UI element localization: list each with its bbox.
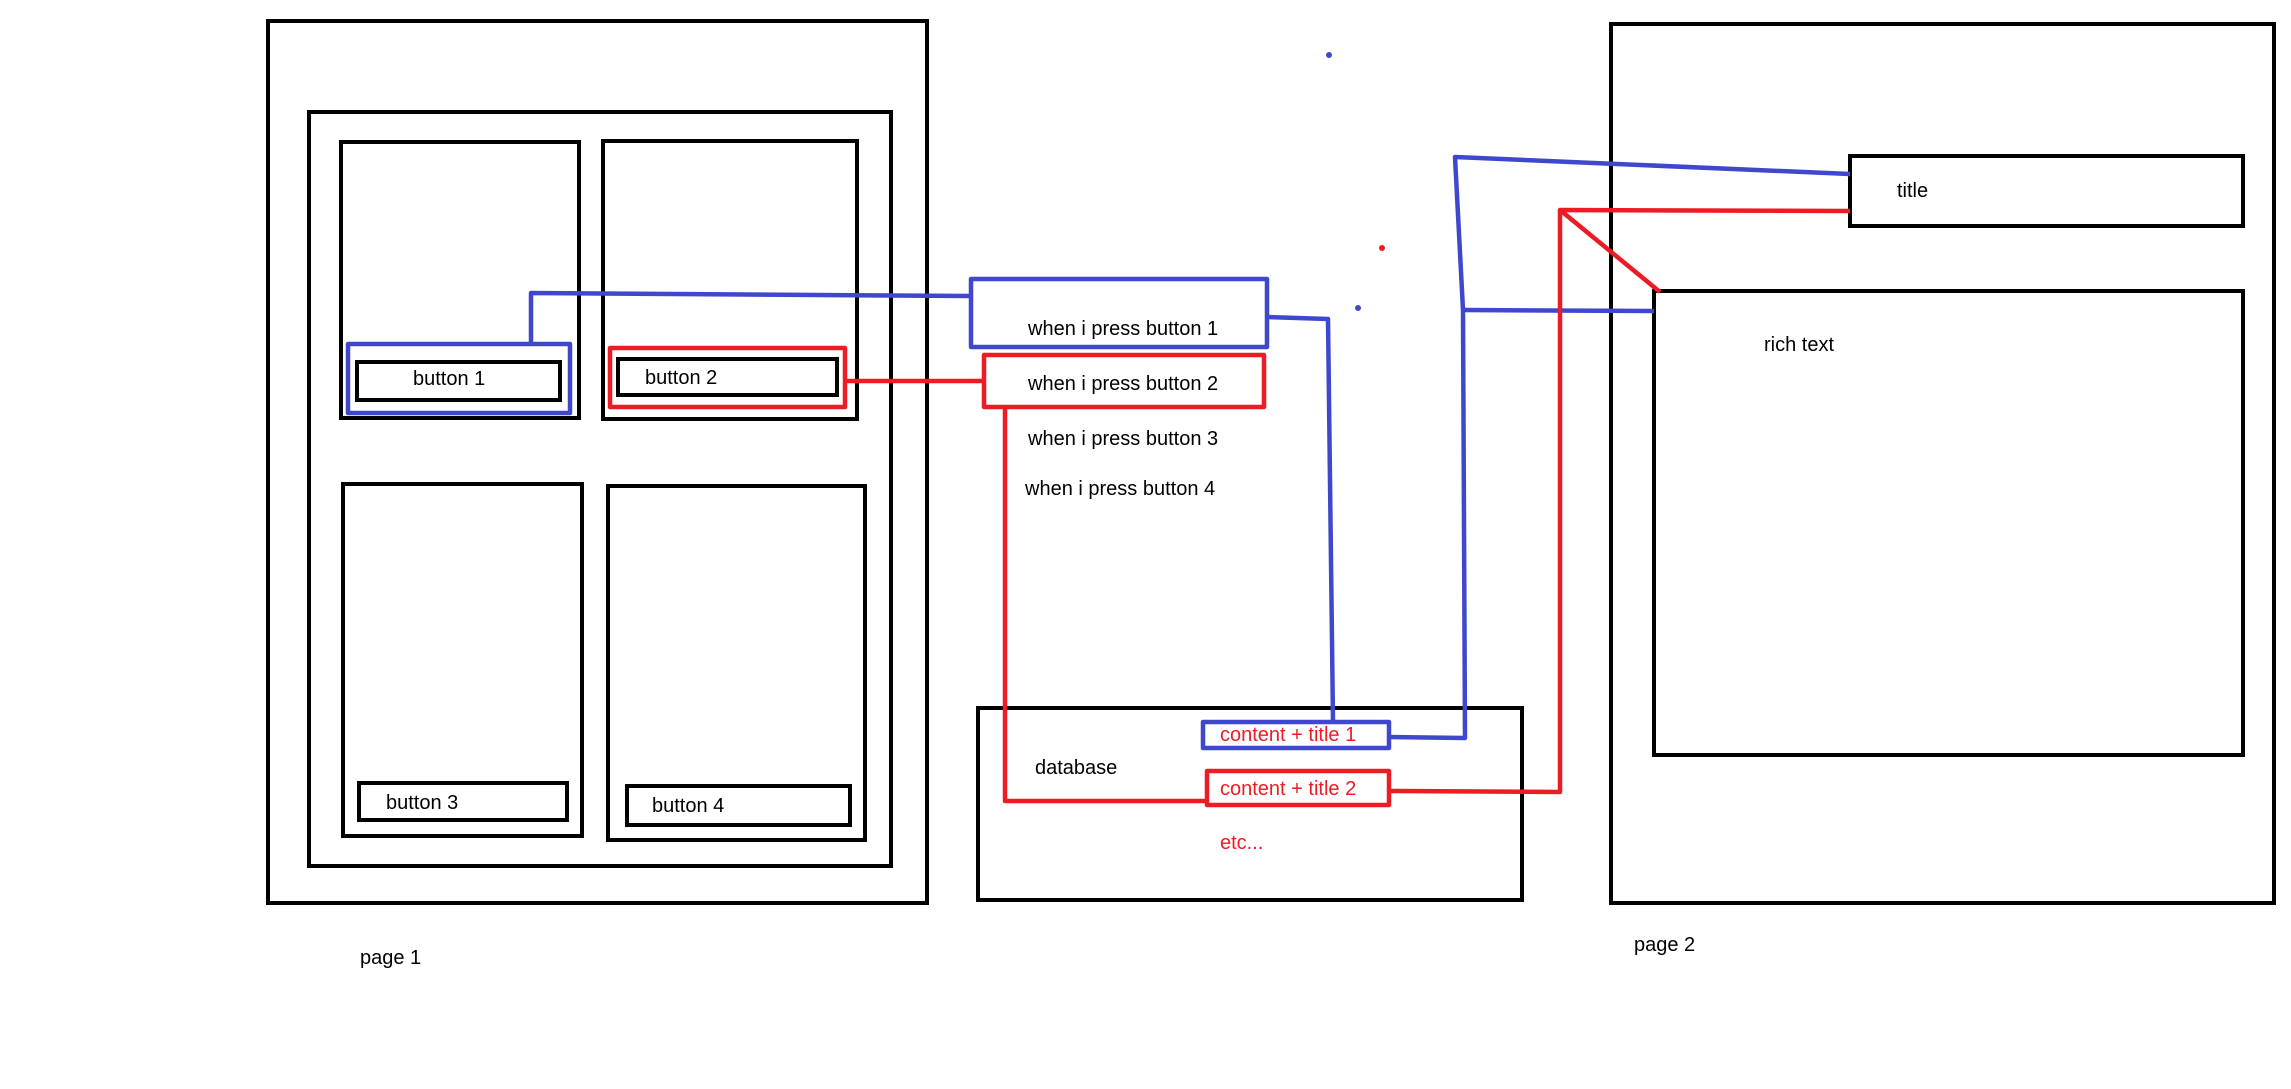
database-label: database [1035,757,1117,779]
button-3-label: button 3 [386,792,458,814]
red-line-db2-to-page2 [1388,207,1851,795]
button-2-label: button 2 [645,367,717,389]
red-dot [1379,245,1385,251]
action-1-box [968,276,1270,350]
action-4-label: when i press button 4 [1024,478,1215,500]
card-3 [341,482,584,838]
db-entry-2-label: content + title 2 [1220,778,1356,800]
title-label: title [1897,180,1928,202]
card-1 [339,140,581,420]
button-4-label: button 4 [652,795,724,817]
button-1-highlight [345,341,573,416]
red-line-to-rich-text [1558,208,1662,294]
blue-dot [1355,305,1361,311]
page-1-frame [266,19,929,905]
button-2-highlight [607,345,848,410]
red-line-action2-to-db2 [1002,407,1207,804]
db-etc-label: etc... [1220,832,1263,854]
action-3-label: when i press button 3 [1027,428,1218,450]
title-box [1848,154,2245,228]
button-4[interactable] [625,784,852,827]
db-entry-1-label: content + title 1 [1220,724,1356,746]
button-1[interactable] [355,360,562,402]
blue-line-db1-to-page2 [1388,154,1851,741]
blue-line-button1-to-action1 [528,290,972,344]
page-1: button 1 button 2 button 3 button 4 page… [266,19,929,969]
rich-text-box [1652,289,2245,757]
action-2-label: when i press button 2 [1027,373,1218,395]
button-3[interactable] [357,781,569,822]
button-1-label: button 1 [413,368,485,390]
card-4 [606,484,867,842]
blue-dot [1326,52,1332,58]
rich-text-label: rich text [1764,334,1834,356]
red-connectors [845,207,1851,804]
actions: when i press button 1 when i press butto… [968,276,1270,500]
card-2 [601,139,859,421]
db-entry-1-box [1200,719,1392,751]
blue-connectors [528,52,1851,741]
page-2-frame [1609,22,2276,905]
page-1-container [307,110,893,868]
action-1-label: when i press button 1 [1027,318,1218,340]
page-2: title rich text page 2 [1609,22,2276,956]
database: database content + title 1 content + tit… [976,706,1524,902]
db-entry-2-box [1204,768,1392,808]
button-2[interactable] [616,357,839,397]
blue-line-action1-to-db1 [1266,314,1336,723]
page-2-label: page 2 [1634,934,1695,956]
page-1-label: page 1 [360,947,421,969]
database-box [976,706,1524,902]
